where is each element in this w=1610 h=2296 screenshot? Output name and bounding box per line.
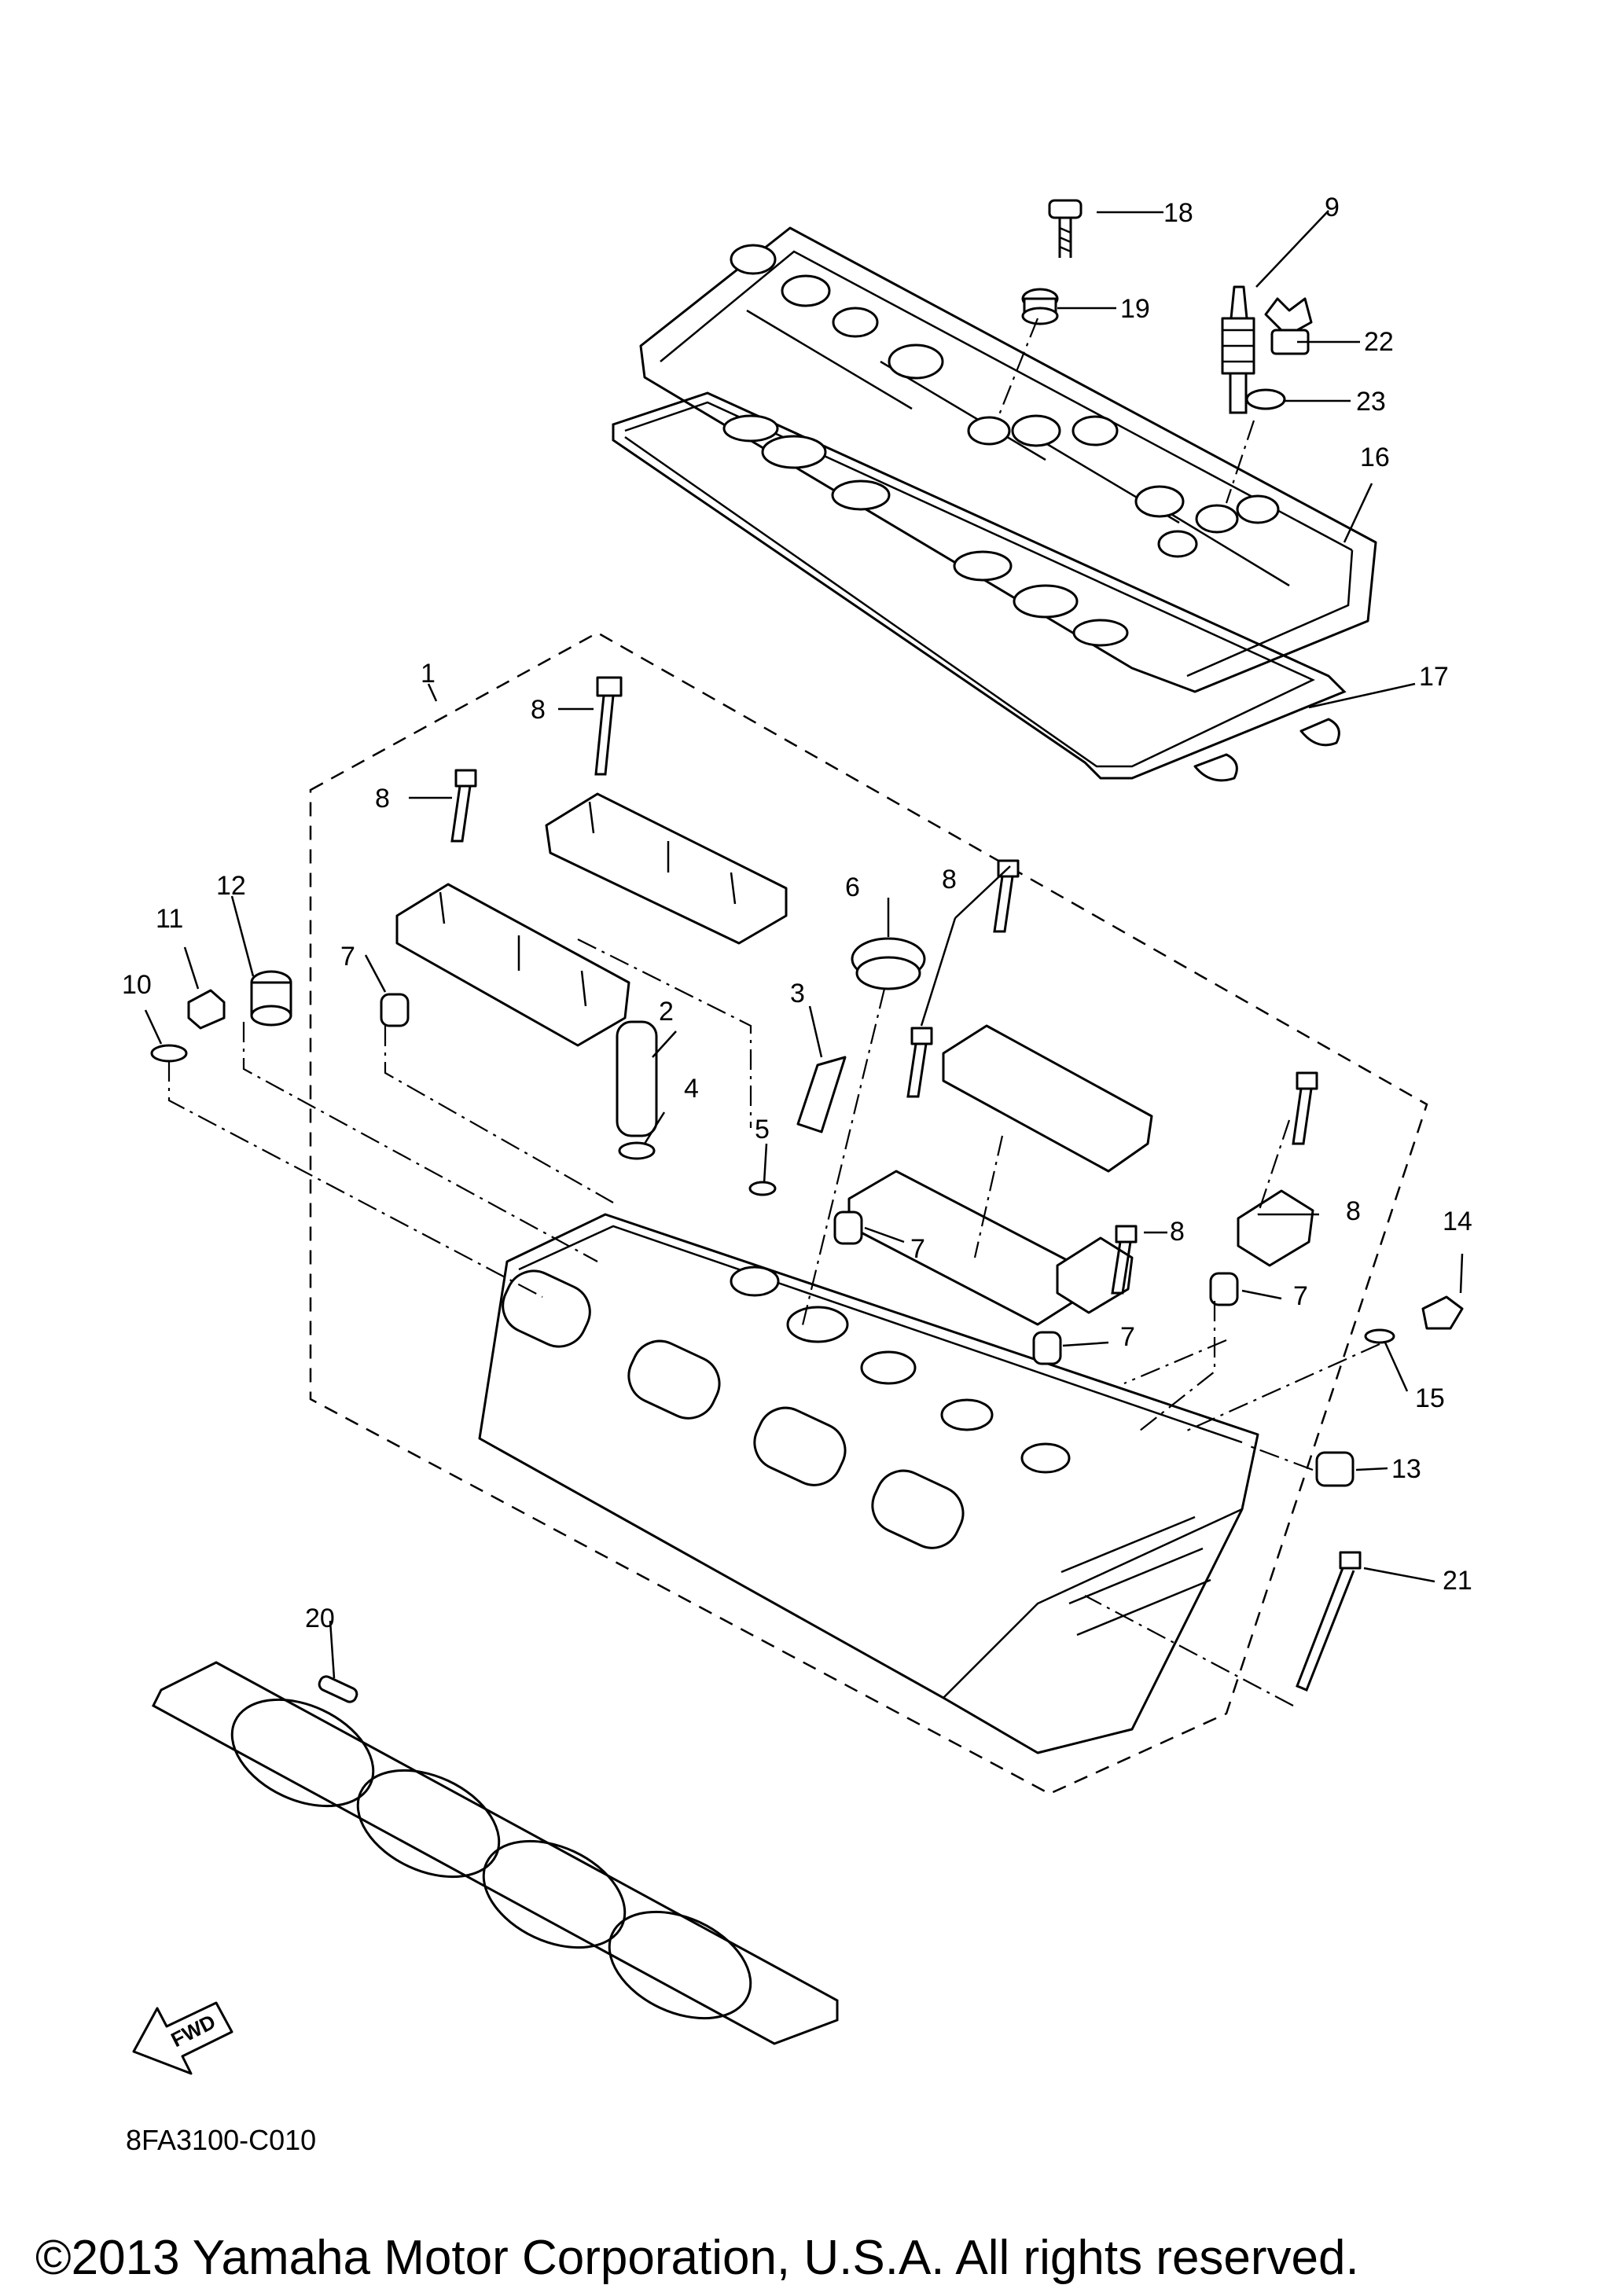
callout-3: 3 <box>790 979 805 1008</box>
assembly-boundary <box>309 631 1428 1795</box>
copyright-notice: ©2013 Yamaha Motor Corporation, U.S.A. A… <box>35 2231 1359 2285</box>
callout-9: 9 <box>1325 193 1340 222</box>
callout-20: 20 <box>305 1604 335 1633</box>
callout-11: 11 <box>156 904 183 934</box>
leader-lines <box>144 210 1464 1679</box>
fwd-arrow: FWD <box>132 2001 233 2075</box>
cover-gasket <box>612 391 1347 782</box>
callout-22: 22 <box>1364 327 1394 357</box>
callout-21: 21 <box>1443 1566 1472 1596</box>
callout-7d: 7 <box>1120 1322 1135 1352</box>
callout-2: 2 <box>659 997 674 1027</box>
callout-8a: 8 <box>531 695 546 725</box>
callout-15: 15 <box>1415 1383 1445 1413</box>
callout-18: 18 <box>1163 198 1193 228</box>
callout-13: 13 <box>1391 1454 1421 1484</box>
small-parts <box>150 937 1464 1487</box>
callout-7b: 7 <box>910 1234 925 1264</box>
callout-7c: 7 <box>1293 1281 1308 1311</box>
callout-1: 1 <box>421 659 436 689</box>
assembly-lines <box>167 318 1380 1706</box>
callout-12: 12 <box>216 871 246 901</box>
callout-8e: 8 <box>1170 1217 1185 1247</box>
callout-labels: 18 9 19 22 23 16 17 1 8 8 12 11 10 7 6 8… <box>122 193 1472 1633</box>
callout-19: 19 <box>1120 294 1150 324</box>
bolts <box>450 676 1362 1692</box>
callout-14: 14 <box>1443 1207 1472 1236</box>
camshaft-caps <box>395 792 1314 1326</box>
callout-23: 23 <box>1356 387 1386 417</box>
drawing-code: 8FA3100-C010 <box>126 2124 316 2156</box>
callout-5: 5 <box>755 1115 770 1144</box>
callout-8b: 8 <box>375 784 390 814</box>
cylinder-head-cover <box>639 226 1377 693</box>
callout-6: 6 <box>845 872 860 902</box>
callout-8c: 8 <box>942 865 957 895</box>
callout-16: 16 <box>1360 443 1390 472</box>
head-gasket <box>152 1661 839 2045</box>
callout-10: 10 <box>122 970 152 1000</box>
cylinder-head <box>478 1213 1259 1754</box>
callout-8d: 8 <box>1346 1196 1361 1226</box>
callout-7a: 7 <box>340 942 355 972</box>
callout-4: 4 <box>684 1074 699 1104</box>
cover-hardware <box>1021 199 1313 414</box>
callout-17: 17 <box>1419 662 1449 692</box>
